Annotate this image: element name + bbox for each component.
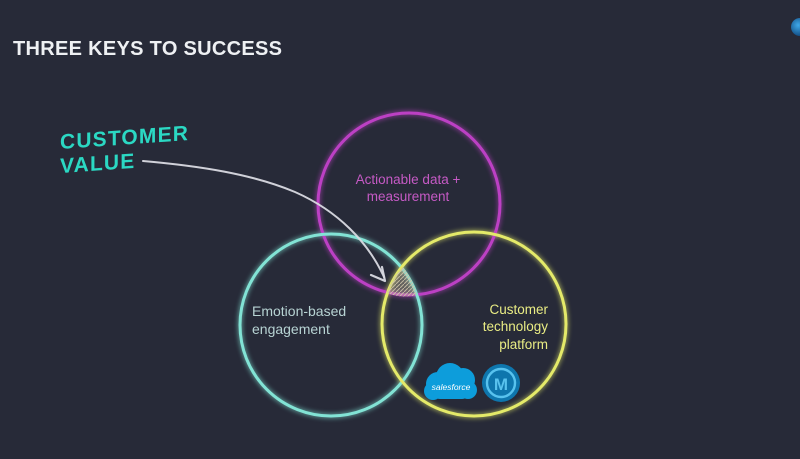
venn-label-tech: Customer technology platform: [482, 302, 548, 352]
annotation-arrowhead-icon: [369, 265, 387, 283]
venn-circle-emotion: [238, 232, 424, 418]
triple-overlap-hatch: [387, 267, 417, 297]
slide-title: THREE KEYS TO SUCCESS: [13, 38, 283, 60]
venn-label-emotion: Emotion-based engagement: [252, 303, 347, 337]
venn-label-actionable: Actionable data + measurement: [355, 172, 461, 205]
mulesoft-monogram: M: [494, 375, 508, 394]
venn-circle-tech: [380, 230, 568, 418]
annotation-arrow-line: [142, 160, 385, 278]
salesforce-logo-text: salesforce: [432, 382, 471, 392]
mulesoft-logo-icon: M: [482, 364, 520, 402]
corner-dot-icon: [791, 18, 800, 36]
salesforce-logo-icon: salesforce: [424, 363, 477, 400]
